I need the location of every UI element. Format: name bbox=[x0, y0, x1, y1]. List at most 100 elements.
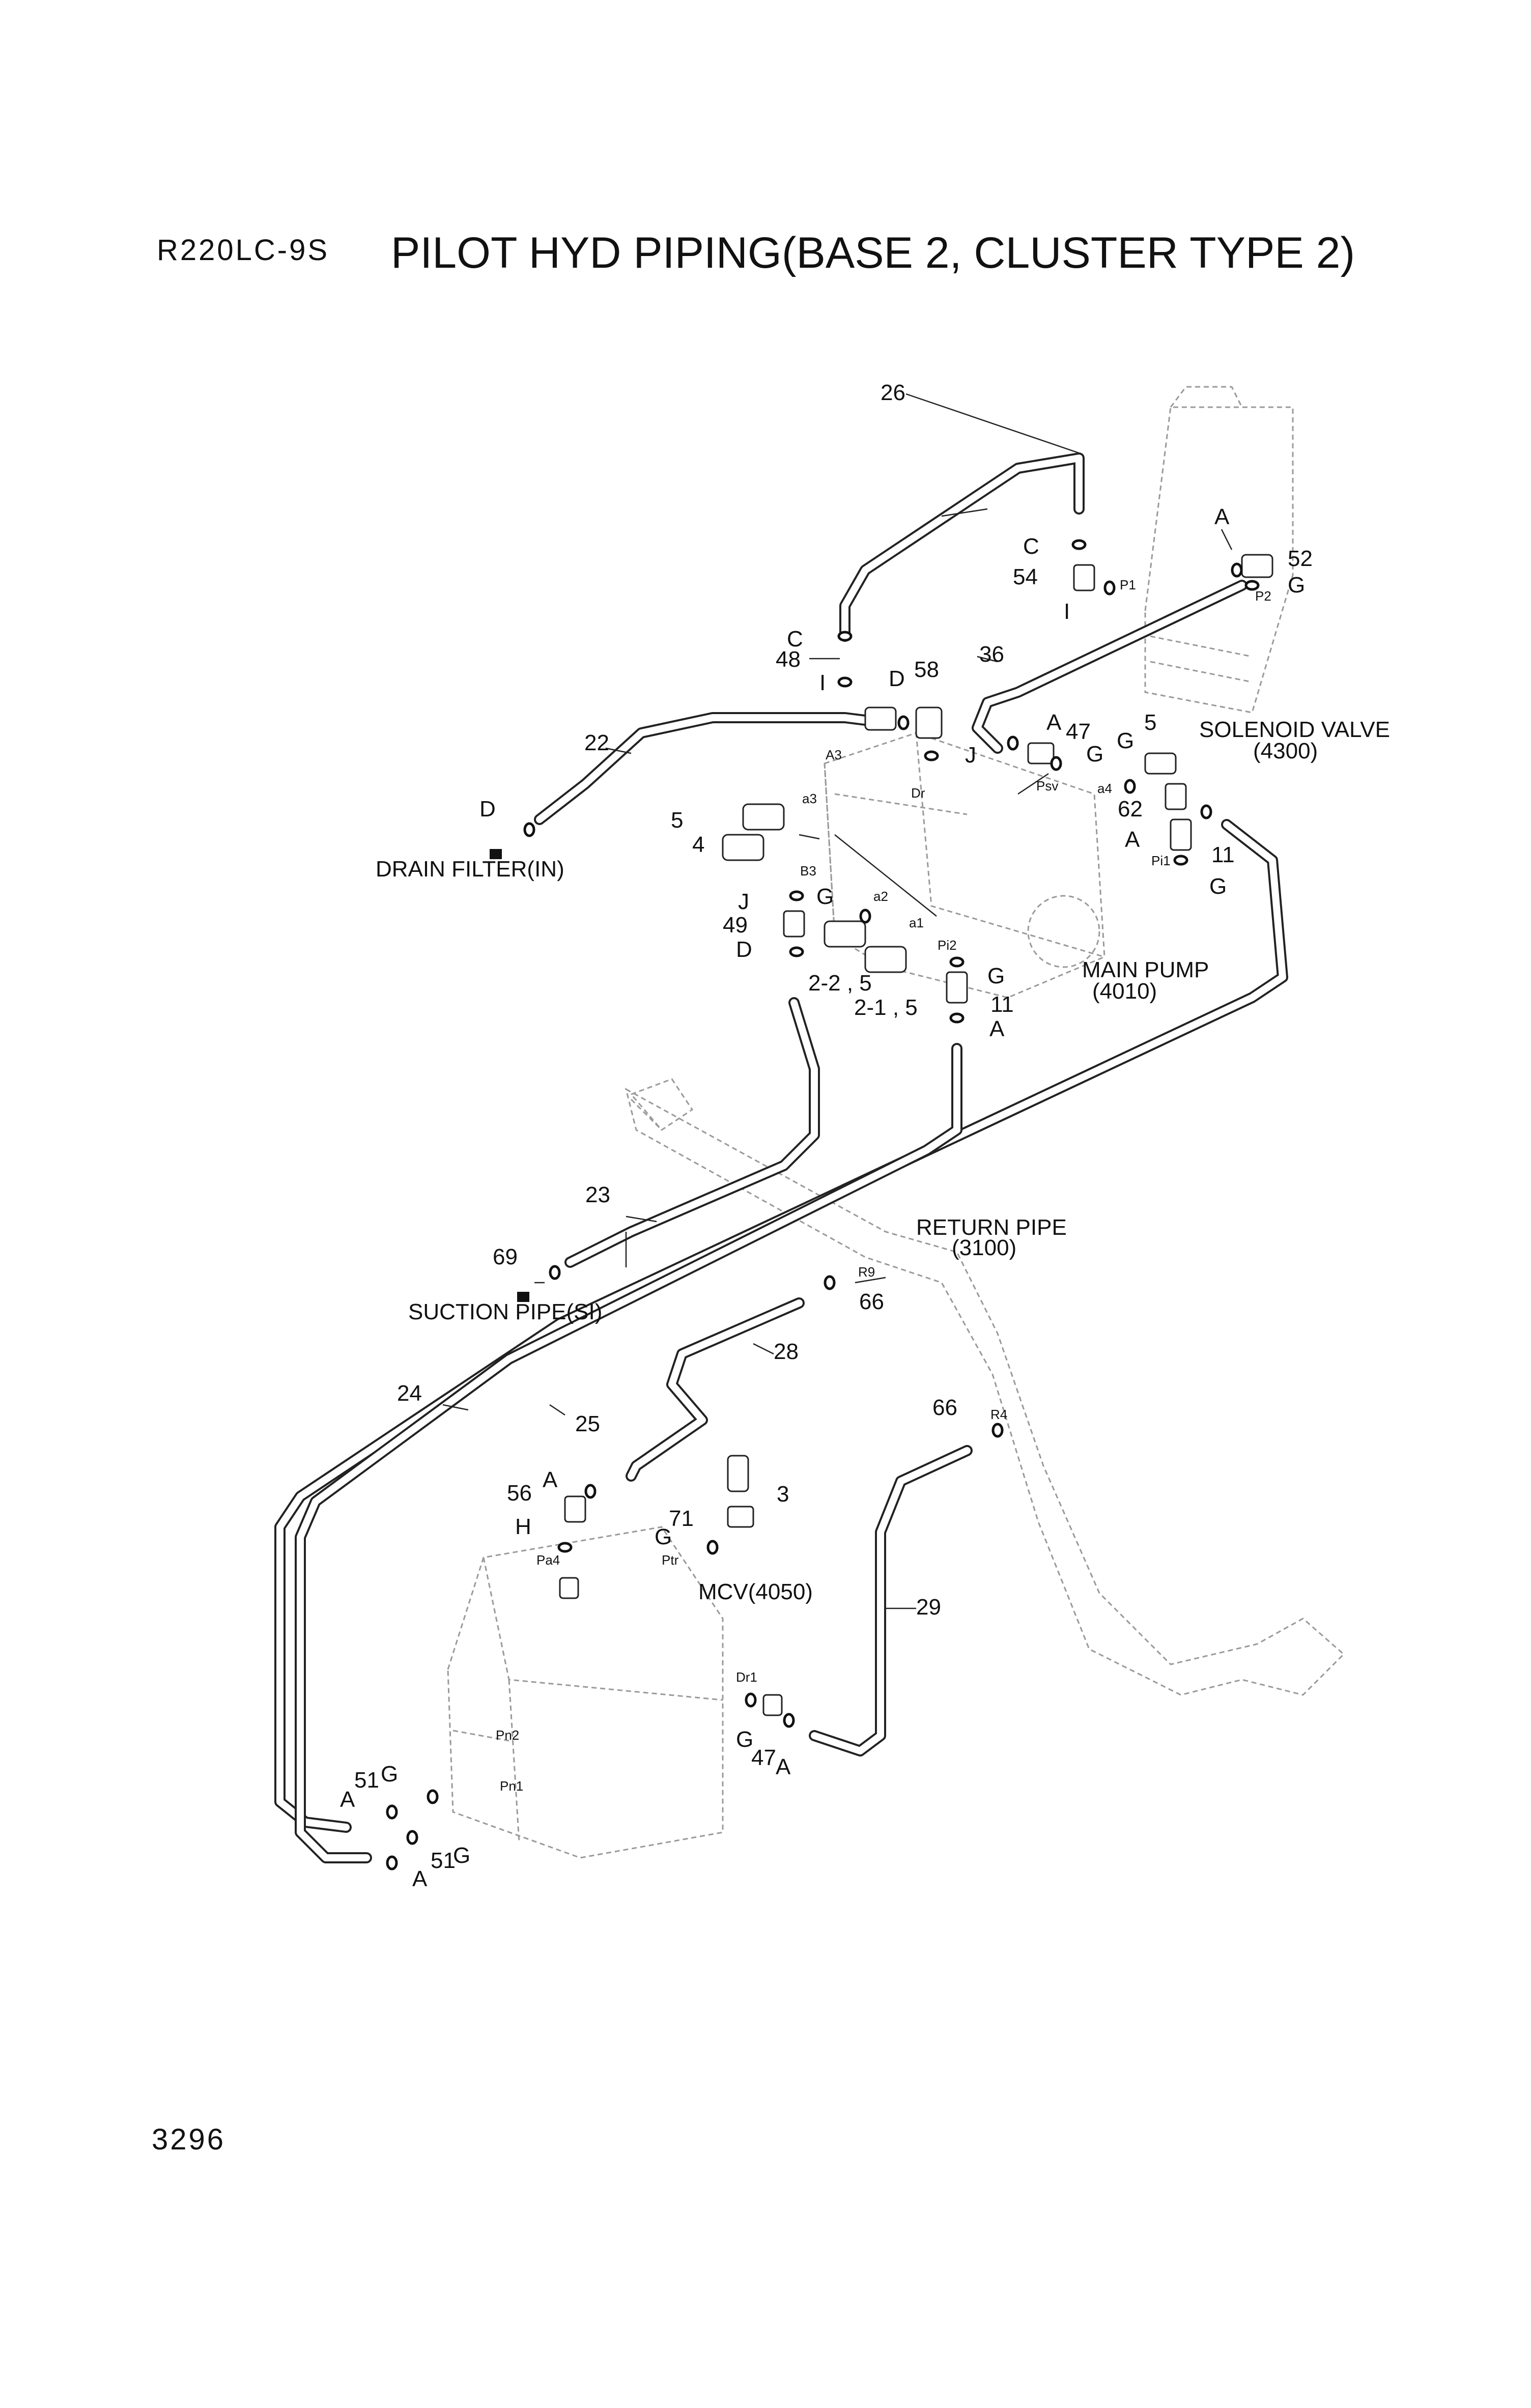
callout-g: G bbox=[987, 964, 1005, 988]
callout-29: 29 bbox=[916, 1595, 941, 1620]
callout-i: I bbox=[1064, 599, 1070, 624]
callout-a: A bbox=[543, 1467, 558, 1492]
callout-11: 11 bbox=[990, 992, 1014, 1017]
callout-4: 4 bbox=[692, 832, 704, 857]
port-ptr: Ptr bbox=[662, 1552, 679, 1568]
callout-g: G bbox=[1117, 728, 1134, 753]
port-r9: R9 bbox=[858, 1264, 875, 1280]
page-title: PILOT HYD PIPING(BASE 2, CLUSTER TYPE 2) bbox=[391, 229, 1355, 277]
callout-g: G bbox=[1288, 573, 1305, 598]
callouts: 26 C 54 I A 52 G C 48 I D 58 36 J 22 D 5… bbox=[340, 380, 1313, 1891]
port-pa4: Pa4 bbox=[536, 1552, 560, 1568]
swing-pipe-outline bbox=[630, 1078, 694, 1131]
callout-d: D bbox=[479, 797, 496, 821]
callout-23: 23 bbox=[585, 1182, 610, 1207]
callout-a: A bbox=[1214, 504, 1230, 529]
page-number: 3296 bbox=[152, 2123, 226, 2156]
callout-56: 56 bbox=[507, 1481, 532, 1506]
callout-47: 47 bbox=[751, 1745, 776, 1770]
callout-a: A bbox=[340, 1787, 355, 1812]
callout-25: 25 bbox=[575, 1411, 600, 1436]
callout-24: 24 bbox=[397, 1381, 422, 1406]
callout-a: A bbox=[1125, 827, 1140, 852]
port-pi2: Pi2 bbox=[938, 938, 957, 953]
drain-filter-label: DRAIN FILTER(IN) bbox=[376, 857, 564, 882]
hose-23 bbox=[564, 997, 820, 1268]
callout-66: 66 bbox=[932, 1395, 957, 1420]
suction-pipe-marker bbox=[517, 1292, 529, 1302]
callout-54: 54 bbox=[1013, 564, 1038, 589]
callout-48: 48 bbox=[776, 647, 801, 672]
callout-36: 36 bbox=[979, 642, 1004, 667]
return-pipe-label: RETURN PIPE bbox=[916, 1215, 1067, 1240]
o-rings bbox=[386, 539, 1260, 1871]
port-psv: Psv bbox=[1036, 778, 1058, 794]
callout-51: 51 bbox=[431, 1848, 456, 1873]
fittings bbox=[559, 554, 1273, 1716]
callout-g: G bbox=[1086, 742, 1103, 767]
callout-49: 49 bbox=[723, 913, 748, 938]
hose-29 bbox=[809, 1445, 973, 1757]
port-a1: a1 bbox=[909, 915, 924, 930]
callout-26: 26 bbox=[881, 380, 905, 405]
callout-2-2-5: 2-2 , 5 bbox=[808, 971, 872, 996]
callout-66: 66 bbox=[859, 1289, 884, 1314]
callout-58: 58 bbox=[914, 657, 939, 682]
callout-d: D bbox=[889, 666, 905, 691]
callout-a: A bbox=[412, 1866, 428, 1891]
main-pump-code: (4010) bbox=[1092, 979, 1157, 1004]
callout-47: 47 bbox=[1066, 719, 1091, 744]
port-b3: B3 bbox=[800, 863, 816, 879]
port-a2: a2 bbox=[873, 889, 888, 904]
port-a3: A3 bbox=[826, 747, 842, 762]
return-pipe-code: (3100) bbox=[952, 1235, 1016, 1260]
hose-36 bbox=[972, 580, 1248, 754]
leader-lines bbox=[442, 393, 1233, 1609]
callout-c: C bbox=[787, 627, 803, 651]
hose-25 bbox=[295, 1043, 962, 1863]
callout-2-1-5: 2-1 , 5 bbox=[854, 995, 918, 1020]
solenoid-valve-code: (4300) bbox=[1253, 739, 1318, 763]
hose-24 bbox=[274, 819, 1288, 1833]
port-dr1: Dr1 bbox=[736, 1669, 757, 1685]
callout-11: 11 bbox=[1211, 842, 1235, 867]
callout-h: H bbox=[515, 1514, 531, 1539]
callout-g: G bbox=[655, 1524, 672, 1549]
callout-a: A bbox=[989, 1016, 1005, 1041]
callout-d: D bbox=[736, 937, 752, 962]
callout-g: G bbox=[736, 1727, 753, 1752]
callout-51: 51 bbox=[354, 1768, 379, 1793]
port-a4: a4 bbox=[1097, 781, 1112, 796]
port-pn1: Pn1 bbox=[500, 1778, 523, 1794]
callout-52: 52 bbox=[1288, 546, 1313, 571]
callout-g: G bbox=[1209, 874, 1227, 899]
callout-j: J bbox=[738, 889, 749, 914]
component-labels: SOLENOID VALVE (4300) MAIN PUMP (4010) M… bbox=[376, 717, 1390, 1604]
port-p2: P2 bbox=[1255, 588, 1271, 604]
suction-pipe-label: SUCTION PIPE(SI) bbox=[408, 1299, 602, 1324]
callout-g: G bbox=[453, 1843, 470, 1868]
callout-71: 71 bbox=[669, 1506, 694, 1531]
callout-28: 28 bbox=[774, 1339, 799, 1364]
port-a3-small: a3 bbox=[802, 791, 817, 806]
drain-filter-marker bbox=[490, 849, 502, 859]
mcv-label: MCV(4050) bbox=[698, 1579, 813, 1604]
callout-j: J bbox=[965, 743, 976, 768]
callout-g: G bbox=[381, 1762, 398, 1787]
port-r4: R4 bbox=[990, 1407, 1007, 1422]
solenoid-valve-label: SOLENOID VALVE bbox=[1199, 717, 1390, 742]
callout-a: A bbox=[776, 1754, 791, 1779]
mcv-outline bbox=[447, 1526, 724, 1859]
callout-69: 69 bbox=[493, 1244, 518, 1269]
callout-g: G bbox=[816, 884, 834, 909]
callout-22: 22 bbox=[584, 730, 609, 755]
port-dr: Dr bbox=[911, 785, 925, 801]
port-p1: P1 bbox=[1120, 577, 1136, 592]
callout-a: A bbox=[1046, 710, 1062, 735]
port-pi1: Pi1 bbox=[1151, 853, 1171, 868]
hose-22 bbox=[534, 712, 891, 825]
solenoid-valve-outline bbox=[1144, 386, 1294, 714]
callout-i: I bbox=[819, 670, 826, 695]
main-pump-label: MAIN PUMP bbox=[1082, 957, 1209, 982]
